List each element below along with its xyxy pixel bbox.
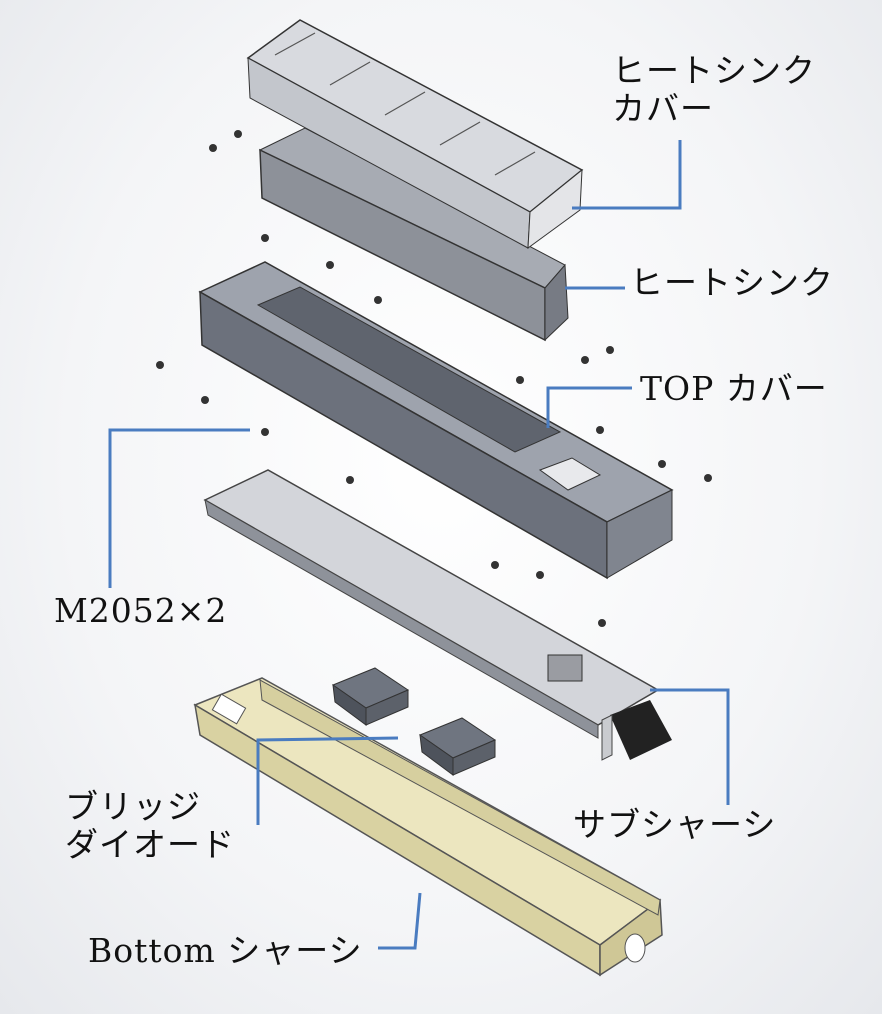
leader-bridge-diode [256, 736, 399, 825]
leader-bottom-chassis [378, 892, 422, 950]
bridge-diode-1 [331, 667, 410, 726]
label-m2052: M2052×2 [54, 591, 228, 630]
label-bridge-diode-line1: ブリッジ [65, 787, 201, 826]
label-heatsink-cover-line2: カバー [612, 88, 714, 128]
heatsink [258, 127, 569, 342]
screws [156, 130, 712, 627]
sub-chassis [203, 469, 672, 761]
bridge-diode-2 [418, 717, 497, 776]
label-heatsink: ヒートシンク [630, 263, 834, 302]
label-bridge-diode: ブリッジ ダイオード [65, 788, 235, 864]
label-sub-chassis: サブシャーシ [573, 805, 777, 844]
label-bottom-chassis: Bottom シャーシ [88, 931, 363, 970]
leader-sub-chassis [650, 688, 730, 805]
top-cover [198, 261, 674, 580]
leader-lines [108, 140, 730, 950]
label-heatsink-cover: ヒートシンク カバー [612, 52, 816, 128]
heatsink-cover [246, 19, 584, 250]
leader-heatsink-cover [572, 140, 682, 210]
label-heatsink-cover-line1: ヒートシンク [612, 51, 816, 90]
label-bridge-diode-line2: ダイオード [65, 824, 235, 864]
leader-top-cover [546, 386, 632, 428]
leader-m2052 [108, 428, 250, 588]
label-top-cover: TOP カバー [640, 369, 828, 408]
